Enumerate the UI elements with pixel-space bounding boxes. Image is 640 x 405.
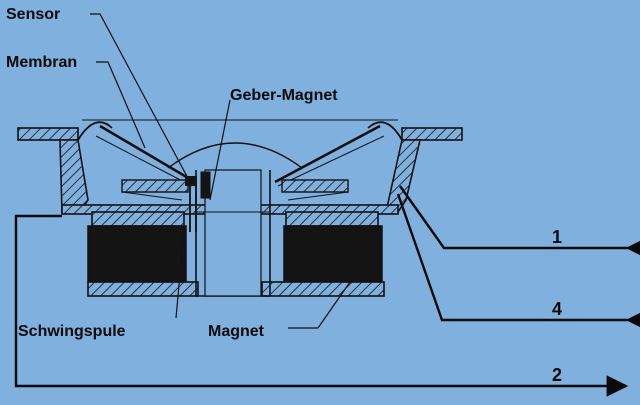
- pole-piece: [195, 169, 271, 297]
- terminal-wiring: [14, 185, 640, 397]
- label-schwingspule: Schwingspule: [18, 323, 126, 340]
- terminal-4-label: 4: [552, 299, 562, 319]
- label-membran: Membran: [6, 54, 77, 71]
- dust-cap: [167, 142, 303, 169]
- label-sensor: Sensor: [6, 6, 60, 23]
- bottom-plate: [87, 281, 385, 297]
- top-plate: [91, 211, 379, 227]
- spider: [121, 179, 349, 201]
- label-magnet: Magnet: [208, 323, 265, 340]
- leader-lines: [90, 13, 351, 329]
- label-geber-magnet: Geber-Magnet: [230, 87, 338, 104]
- ring-magnet: [87, 225, 383, 283]
- membrane: [95, 124, 385, 187]
- geber-magnet-part: [200, 171, 211, 199]
- terminal-2-label: 2: [552, 365, 562, 385]
- surround: [77, 119, 403, 141]
- terminal-1-label: 1: [552, 227, 562, 247]
